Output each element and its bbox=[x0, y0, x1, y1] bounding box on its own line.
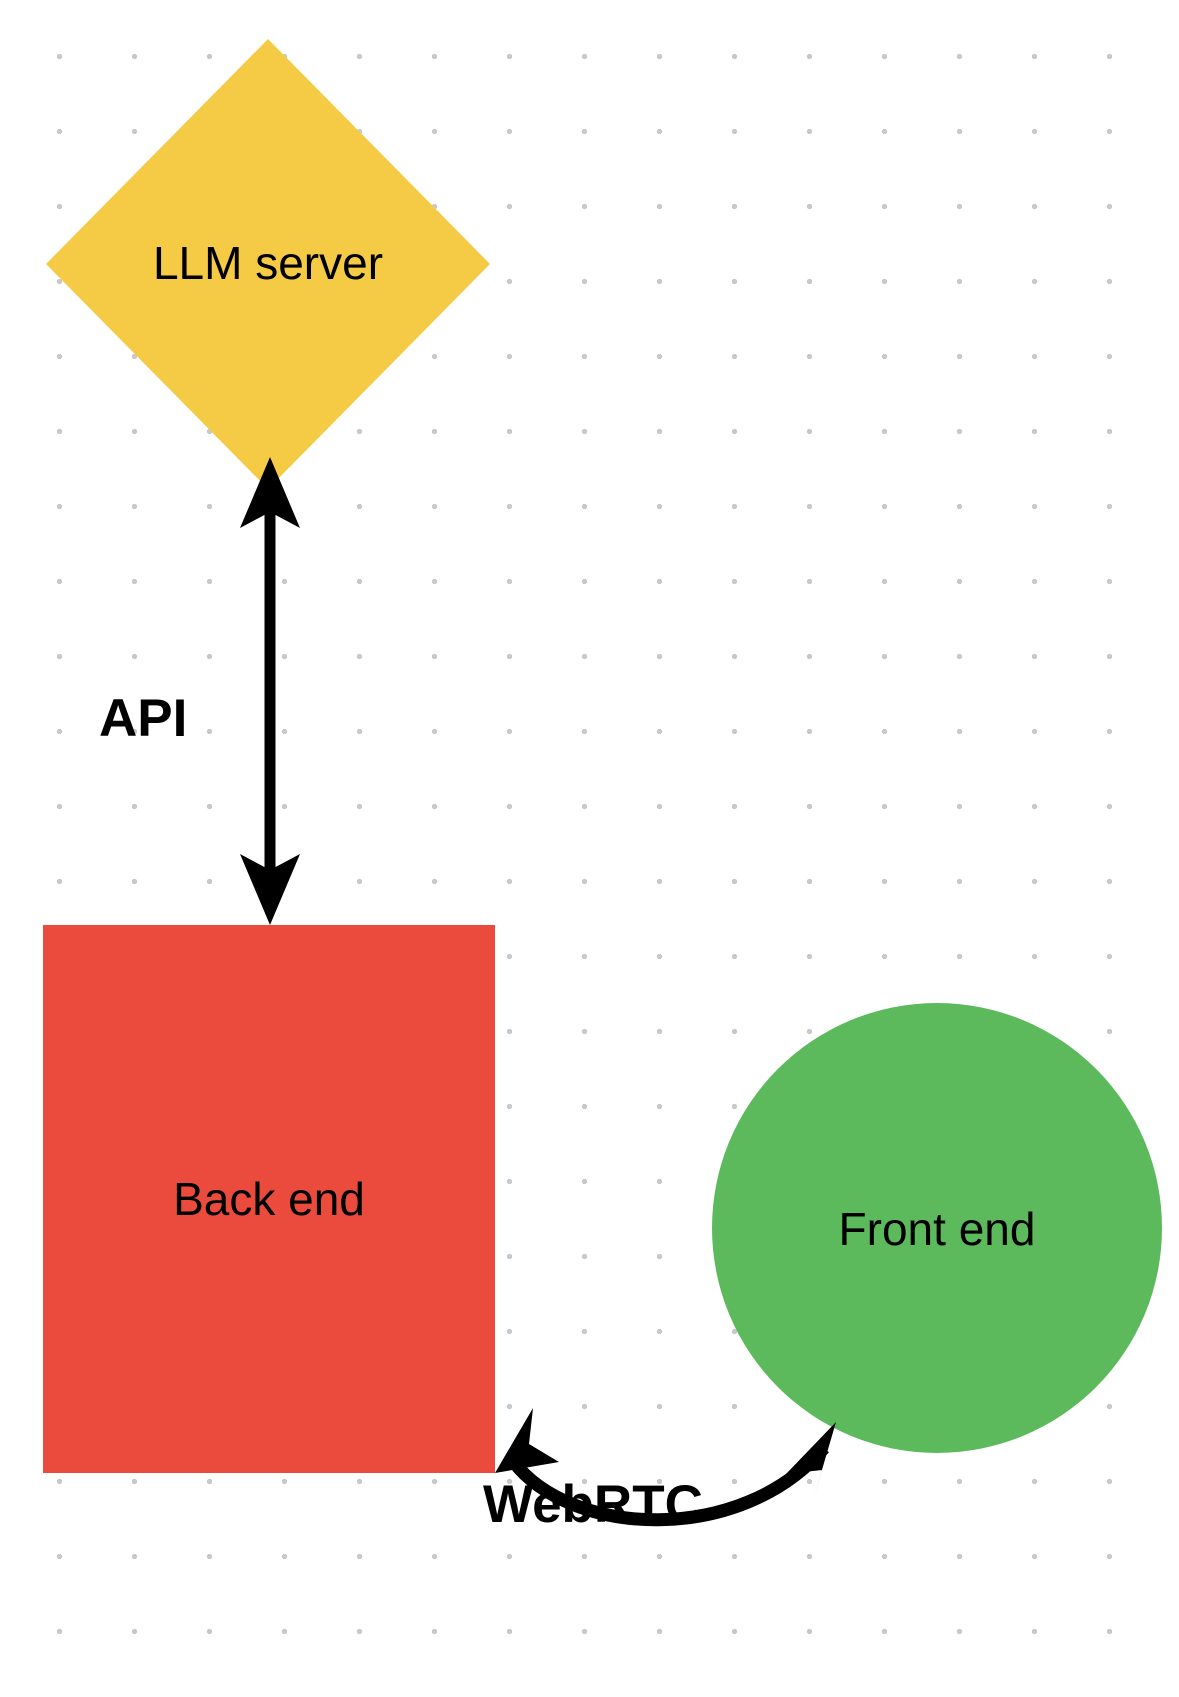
node-shape-front-end[interactable] bbox=[712, 1003, 1162, 1453]
node-shape-llm-server[interactable] bbox=[46, 39, 490, 489]
arrowhead-right-icon bbox=[786, 1422, 836, 1504]
edge-webrtc-curve bbox=[507, 1443, 829, 1527]
node-shape-back-end[interactable] bbox=[43, 925, 495, 1473]
arrowhead-left-icon bbox=[495, 1408, 559, 1473]
edge-api-arrow[interactable] bbox=[240, 457, 300, 925]
arrowhead-down-icon bbox=[240, 854, 300, 925]
edge-label-webrtc: WebRTC bbox=[483, 1475, 703, 1534]
edge-webrtc-arrow[interactable] bbox=[495, 1408, 836, 1527]
arrowhead-up-icon bbox=[240, 457, 300, 528]
edge-label-api: API bbox=[99, 689, 188, 748]
